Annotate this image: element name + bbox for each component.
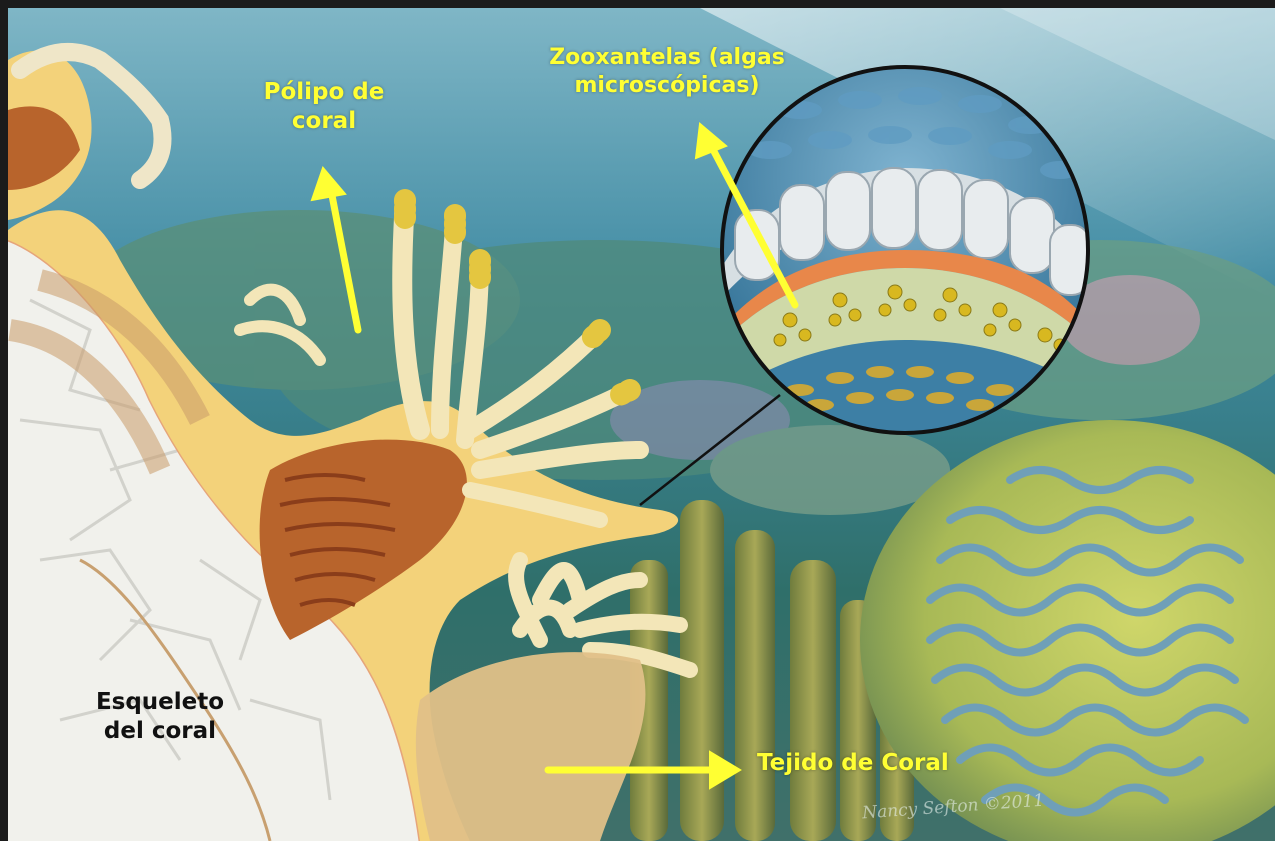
polyp-label: Pólipo de coral: [236, 78, 412, 136]
polyp-label-line2: coral: [236, 107, 412, 136]
skeleton-label-line2: del coral: [70, 717, 250, 746]
zooxanthellae-label: Zooxantelas (algas microscópicas): [512, 44, 822, 99]
polyp-label-line1: Pólipo de: [236, 78, 412, 107]
tissue-label: Tejido de Coral: [757, 749, 997, 778]
skeleton-label: Esqueleto del coral: [70, 688, 250, 746]
zoox-label-line1: Zooxantelas (algas: [512, 44, 822, 72]
skeleton-label-line1: Esqueleto: [70, 688, 250, 717]
zoox-label-line2: microscópicas): [512, 72, 822, 100]
